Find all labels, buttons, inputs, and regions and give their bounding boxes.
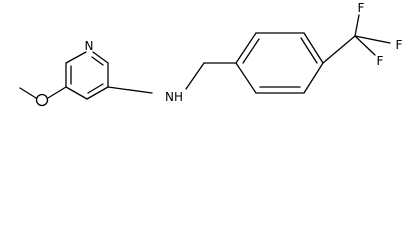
bond-b4-b5 [303,32,324,64]
bond-aryl-cf3 [322,35,356,64]
amine-label: NH [165,90,183,104]
fluorine-label-right: F [396,38,403,52]
trifluoromethyl-group [322,14,391,64]
bond-c3-c4 [65,86,88,100]
benzene-ring [235,32,324,94]
bond-c6-n [92,51,109,64]
bond-b3-b4 [303,62,324,94]
bond-c2-o [47,86,67,99]
bond-nh-ch2 [185,62,205,90]
amine-linker [107,62,237,94]
bond-c4-c5 [86,86,109,100]
double-bond-b4-b5 [300,37,318,64]
bond-b6-b1 [235,32,257,64]
fluorine-label-bottom: F [377,54,384,68]
bond-b1-b2 [235,62,257,94]
bond-ring-nh [107,86,153,94]
methoxy-group [19,86,67,99]
pyridine-ring [65,51,109,100]
double-bond-c6-n [91,56,104,66]
oxygen-atom-icon [35,93,49,107]
ring-nitrogen-label: N [85,39,94,53]
bond-c-f1 [354,14,360,37]
bond-c-f3 [354,35,376,56]
double-bond-b6-b1 [242,38,260,64]
chemical-structure-diagram: N NH F F F [19,1,403,107]
fluorine-label-top: F [358,1,365,15]
bond-o-methyl [19,87,37,99]
bond-n-c2 [65,51,87,64]
double-bond-c4-c5 [87,83,104,94]
bond-c-f2 [354,35,391,44]
